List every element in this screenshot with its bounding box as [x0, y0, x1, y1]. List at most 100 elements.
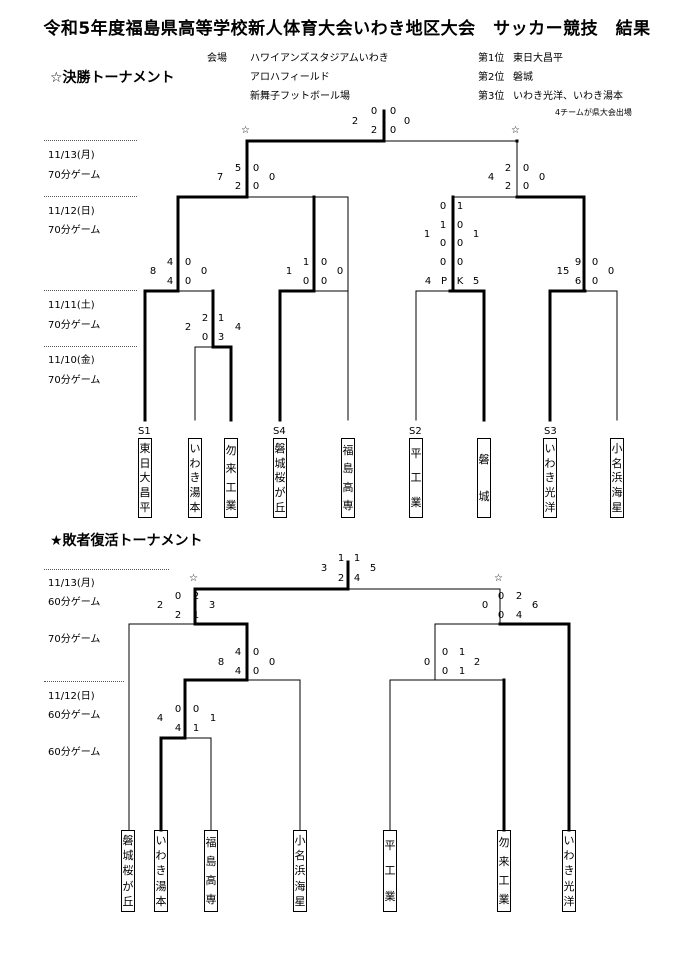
score: 2: [370, 125, 378, 136]
team-box: いわき光洋: [543, 438, 557, 518]
score: 0: [252, 666, 260, 677]
score: 0: [174, 591, 182, 602]
seed-label: S2: [409, 426, 422, 437]
star-icon: ☆: [241, 125, 250, 136]
round-date: 11/12(日): [48, 691, 95, 702]
round-date: 11/12(日): [48, 206, 95, 217]
score: 0: [252, 647, 260, 658]
team-box: 東日大昌平: [138, 438, 152, 518]
team-box: 福島高専: [341, 438, 355, 518]
score: 0: [370, 106, 378, 117]
round-date: 11/13(月): [48, 150, 95, 161]
score: 1: [302, 257, 310, 268]
round-game: 70分ゲーム: [48, 320, 101, 331]
ranking-note: 4チームが県大会出場: [555, 108, 632, 117]
score: 1: [353, 553, 361, 564]
round-game: 60分ゲーム: [48, 597, 101, 608]
score: 1: [423, 229, 431, 240]
score: 6: [531, 600, 539, 611]
score: 2: [337, 573, 345, 584]
score: 0: [607, 266, 615, 277]
score: 2: [504, 181, 512, 192]
score: 1: [209, 713, 217, 724]
score: 0: [456, 238, 464, 249]
score: 1: [217, 313, 225, 324]
round-date: 11/10(金): [48, 355, 95, 366]
score: 5: [369, 563, 377, 574]
round-date: 11/11(土): [48, 300, 95, 311]
star-icon: ☆: [494, 573, 503, 584]
round-divider: [44, 681, 124, 682]
score: 7: [216, 172, 224, 183]
score: 1: [439, 220, 447, 231]
pk-score: 4: [424, 276, 432, 287]
score: 15: [556, 266, 570, 277]
pk-label: K: [456, 276, 464, 287]
score: 1: [458, 666, 466, 677]
score: 1: [192, 723, 200, 734]
score: 0: [184, 257, 192, 268]
score: 4: [156, 713, 164, 724]
score: 2: [156, 600, 164, 611]
score: 0: [184, 276, 192, 287]
rank-1-team: 東日大昌平: [513, 53, 563, 64]
score: 0: [403, 116, 411, 127]
score: 2: [351, 116, 359, 127]
score: 6: [574, 276, 582, 287]
team-box: 磐城: [477, 438, 491, 518]
team-box: 勿来工業: [497, 830, 511, 912]
team-box: 平工業: [409, 438, 423, 518]
score: 0: [389, 125, 397, 136]
pk-score: 5: [472, 276, 480, 287]
team-box: いわき湯本: [154, 830, 168, 912]
seed-label: S4: [273, 426, 286, 437]
team-box: 小名浜海星: [293, 830, 307, 912]
round-game: 70分ゲーム: [48, 225, 101, 236]
score: 2: [515, 591, 523, 602]
rank-2-place: 第2位: [478, 72, 505, 83]
round-game: 70分ゲーム: [48, 634, 101, 645]
score: 1: [456, 201, 464, 212]
round-game: 60分ゲーム: [48, 710, 101, 721]
team-box: 小名浜海星: [610, 438, 624, 518]
score: 0: [439, 238, 447, 249]
score: 0: [200, 266, 208, 277]
score: 4: [234, 322, 242, 333]
score: 1: [458, 647, 466, 658]
star-icon: ☆: [511, 125, 520, 136]
venue-2: アロハフィールド: [250, 72, 330, 83]
score: 0: [591, 276, 599, 287]
score: 4: [166, 257, 174, 268]
score: 0: [439, 257, 447, 268]
score: 2: [201, 313, 209, 324]
score: 0: [302, 276, 310, 287]
round-game: 60分ゲーム: [48, 747, 101, 758]
team-box: 勿来工業: [224, 438, 238, 518]
score: 5: [234, 163, 242, 174]
score: 4: [487, 172, 495, 183]
repechage-heading: ★敗者復活トーナメント: [50, 533, 203, 549]
score: 2: [174, 610, 182, 621]
score: 1: [285, 266, 293, 277]
rank-2-team: 磐城: [513, 72, 533, 83]
round-divider: [44, 569, 169, 570]
score: 0: [538, 172, 546, 183]
score: 3: [320, 563, 328, 574]
score: 0: [192, 704, 200, 715]
score: 9: [574, 257, 582, 268]
rank-1-place: 第1位: [478, 53, 505, 64]
venue-label: 会場: [207, 53, 227, 64]
score: 0: [268, 657, 276, 668]
score: 1: [337, 553, 345, 564]
team-box: 磐城桜が丘: [273, 438, 287, 518]
score: 4: [234, 666, 242, 677]
score: 2: [504, 163, 512, 174]
score: 3: [217, 332, 225, 343]
round-divider: [44, 346, 137, 347]
score: 0: [336, 266, 344, 277]
score: 0: [252, 181, 260, 192]
venue-1: ハワイアンズスタジアムいわき: [250, 53, 389, 64]
score: 4: [234, 647, 242, 658]
team-box: 磐城桜が丘: [121, 830, 135, 912]
score: 0: [439, 201, 447, 212]
